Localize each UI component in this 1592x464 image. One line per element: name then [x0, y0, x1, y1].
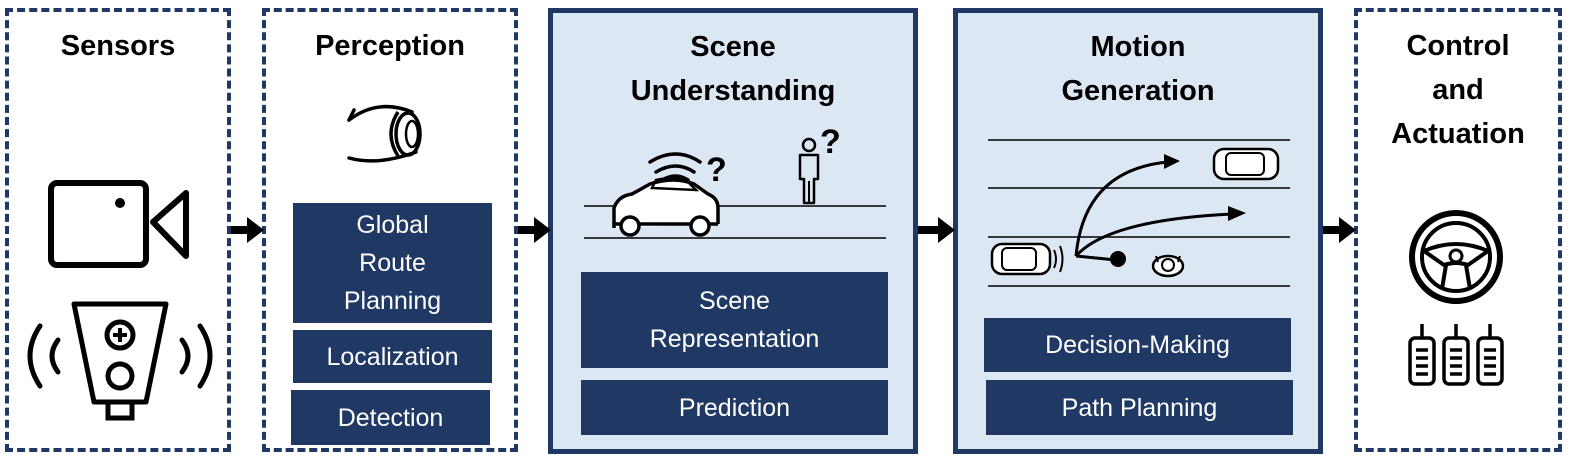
car-question-mark: ? — [706, 151, 727, 189]
stage-sensors: Sensors — [5, 8, 231, 452]
stage-title-control-actuation: Control and Actuation — [1391, 30, 1525, 150]
stage-title-sensors: Sensors — [60, 30, 176, 62]
camera-icon — [48, 180, 189, 268]
item-detection: Detection — [291, 390, 490, 445]
stage-motion-generation: Motion Generation Decision-Making Path P… — [953, 8, 1323, 454]
stage-title-motion-generation: Motion Generation — [1061, 31, 1215, 107]
stage-perception: Perception Global Route Planning Localiz… — [262, 8, 518, 452]
item-global-route-planning: Global Route Planning — [293, 203, 492, 323]
item-decision-making: Decision-Making — [984, 318, 1291, 372]
pedestrian-question-mark: ? — [820, 123, 841, 161]
eye-icon — [347, 104, 422, 163]
item-localization: Localization — [293, 330, 492, 383]
steering-wheel-icon — [1409, 210, 1503, 304]
item-prediction: Prediction — [581, 380, 888, 435]
item-scene-representation: Scene Representation — [581, 272, 888, 368]
pedestrian-icon — [798, 137, 820, 205]
arrow-motion-control — [1323, 217, 1356, 243]
connected-car-icon — [584, 152, 886, 239]
stage-title-scene-understanding: Scene Understanding — [630, 31, 836, 107]
radar-sensor-icon — [27, 301, 213, 421]
stage-title-perception: Perception — [315, 30, 465, 62]
arrow-perception-scene — [518, 217, 551, 243]
pedals-icon — [1408, 324, 1504, 386]
item-path-planning: Path Planning — [986, 380, 1293, 435]
stage-control-actuation: Control and Actuation — [1354, 8, 1562, 452]
arrow-scene-motion — [918, 217, 955, 243]
arrow-sensors-perception — [231, 217, 264, 243]
stage-scene-understanding: Scene Understanding Scene Representation… — [548, 8, 918, 454]
road-scene-icon — [988, 139, 1290, 287]
